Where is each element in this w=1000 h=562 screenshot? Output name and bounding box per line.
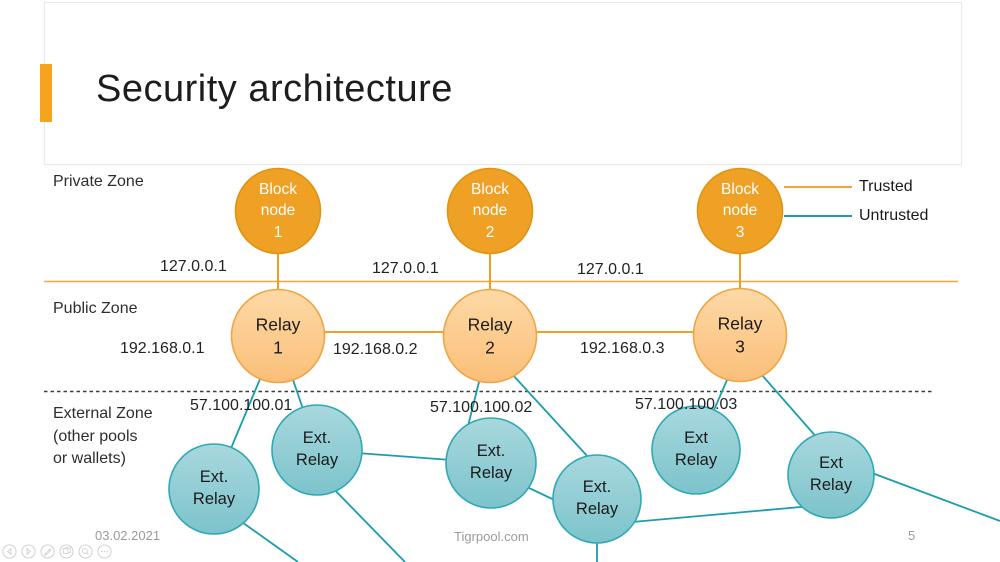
relay-1-circle xyxy=(230,288,326,384)
title-card xyxy=(44,2,962,165)
block-node-2-circle xyxy=(446,167,534,255)
pen-icon[interactable] xyxy=(40,544,55,559)
external-zone-label: External Zone (other pools or wallets) xyxy=(53,405,153,468)
private-zone-label: Private Zone xyxy=(53,173,144,190)
relay-2-circle xyxy=(442,288,538,384)
untrusted-link-ext4-ext6 xyxy=(609,505,813,525)
ext-relay-5-circle xyxy=(651,405,741,495)
ext-relay-1-circle xyxy=(168,443,260,535)
ip-public-3: 192.168.0.3 xyxy=(580,340,665,357)
relay-3-circle xyxy=(692,287,788,383)
slide-title: Security architecture xyxy=(96,68,453,110)
ip-public-1: 192.168.0.1 xyxy=(120,340,205,357)
ext-relay-2-circle xyxy=(271,404,363,496)
legend-trusted-label: Trusted xyxy=(859,178,913,195)
untrusted-link-ext2-offslide xyxy=(324,479,406,562)
previous-slide-icon[interactable] xyxy=(2,544,17,559)
block-node-1-circle xyxy=(234,167,322,255)
ip-loopback-1: 127.0.0.1 xyxy=(160,258,227,275)
zoom-icon[interactable] xyxy=(78,544,93,559)
ext-relay-4-circle xyxy=(552,454,642,544)
legend-untrusted-label: Untrusted xyxy=(859,207,929,224)
all-slides-icon[interactable] xyxy=(59,544,74,559)
ip-external-1: 57.100.100.01 xyxy=(190,397,293,414)
ext-relay-6-circle xyxy=(787,431,875,519)
ip-public-2: 192.168.0.2 xyxy=(333,341,418,358)
ip-external-2: 57.100.100.02 xyxy=(430,399,533,416)
public-zone-label: Public Zone xyxy=(53,300,138,317)
ext-relay-3-circle xyxy=(445,417,537,509)
ip-loopback-3: 127.0.0.1 xyxy=(577,261,644,278)
block-node-3-circle xyxy=(696,167,784,255)
ip-external-3: 57.100.100.03 xyxy=(635,396,738,413)
slide-number: 5 xyxy=(908,528,916,543)
ip-loopback-2: 127.0.0.1 xyxy=(372,260,439,277)
next-slide-icon[interactable] xyxy=(21,544,36,559)
footer-site: Tigrpool.com xyxy=(454,529,529,544)
title-accent-bar xyxy=(40,64,52,122)
footer-date: 03.02.2021 xyxy=(95,528,161,543)
more-options-icon[interactable] xyxy=(97,544,112,559)
slideshow-controls xyxy=(2,544,112,559)
